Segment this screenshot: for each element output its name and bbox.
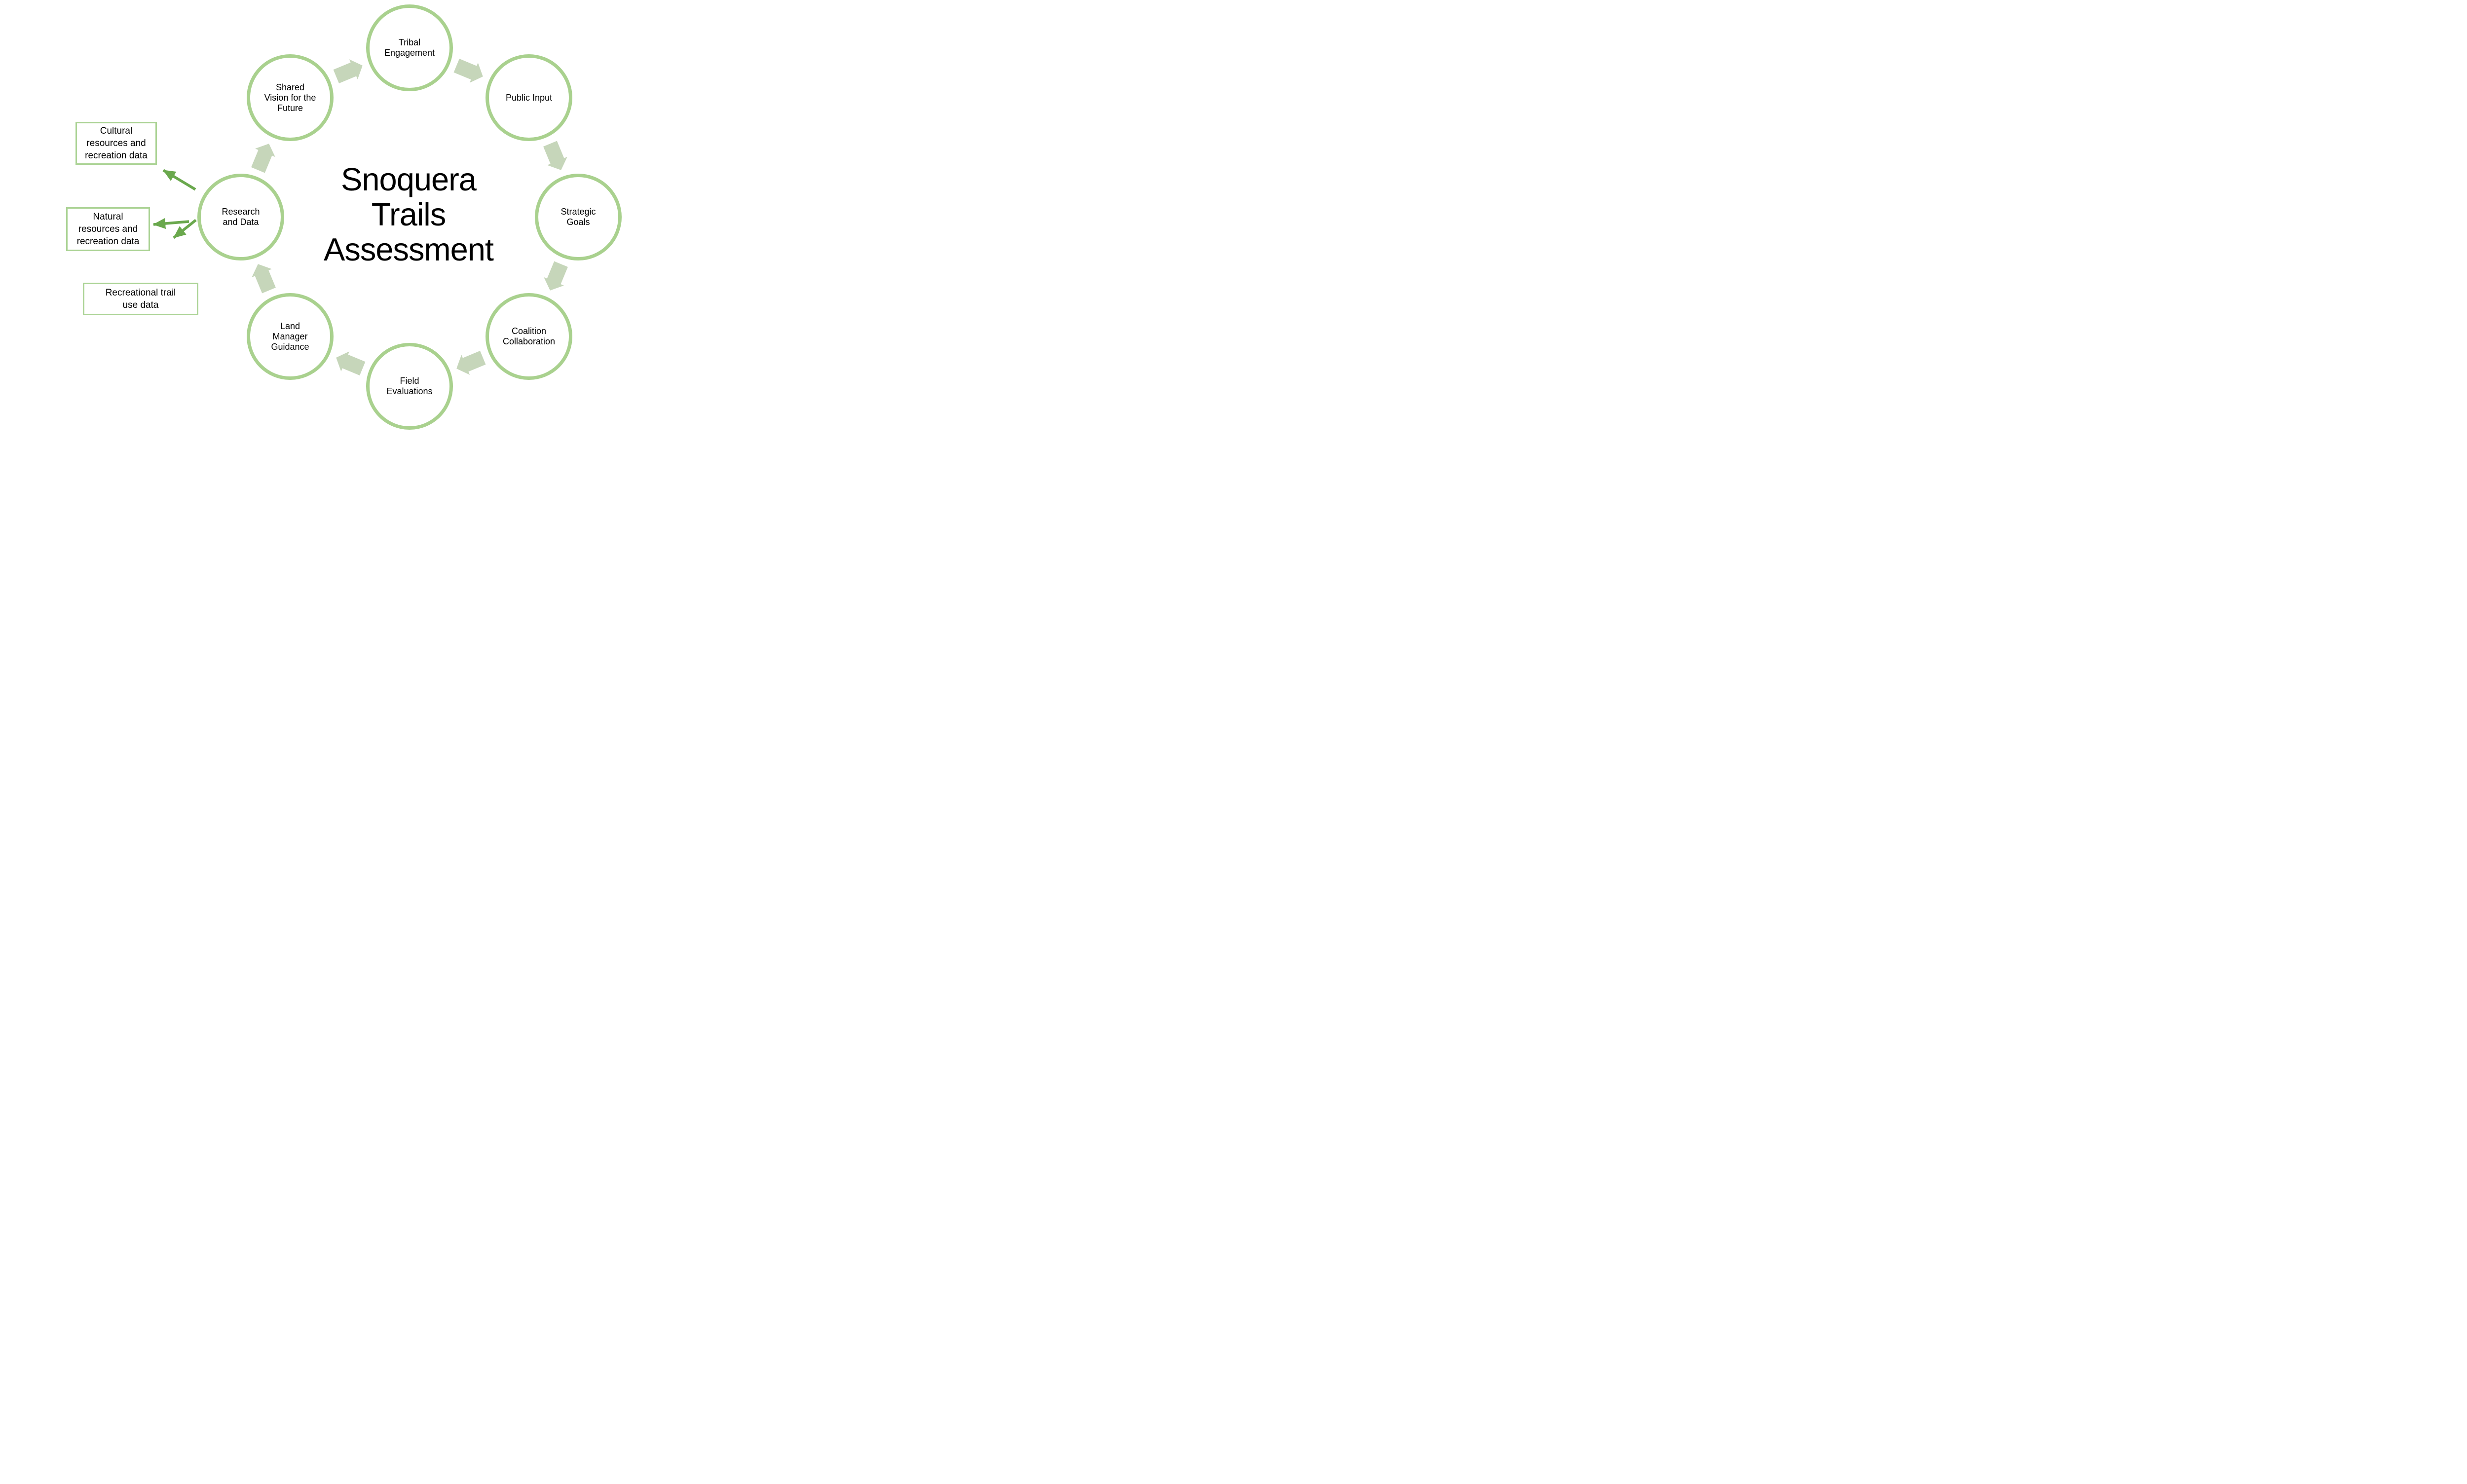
block-arrow-land-manager-guidance-to-research-and-data-icon [252,264,276,294]
arrow-research-to-cultural-data-icon [162,169,196,191]
stage-circle-coalition-collaboration: Coalition Collaboration [486,293,572,380]
diagram-title: Snoquera Trails Assessment [323,161,494,267]
stage-circle-public-input: Public Input [486,54,572,141]
stage-label: Land Manager Guidance [271,321,309,352]
data-box-label: Cultural resources and recreation data [85,126,148,161]
data-box-cultural-resources: Cultural resources and recreation data [75,122,157,165]
block-arrow-public-input-to-strategic-goals-icon [543,141,567,170]
block-arrow-field-evaluations-to-land-manager-guidance-icon [336,351,366,375]
stage-circle-strategic-goals: Strategic Goals [535,174,622,260]
stage-label: Strategic Goals [561,207,596,227]
stage-label: Field Evaluations [386,376,433,396]
arrow-research-to-trail-use-data-icon [173,219,197,239]
stage-label: Coalition Collaboration [502,326,556,346]
stage-circle-tribal-engagement: Tribal Engagement [366,4,453,91]
data-box-label: Recreational trail use data [105,288,176,310]
arrow-research-to-natural-data-icon [152,218,189,229]
data-box-recreational-trail-use: Recreational trail use data [83,283,198,315]
block-arrow-research-and-data-to-shared-vision-icon [251,143,276,173]
stage-circle-research-and-data: Research and Data [197,174,284,260]
stage-label: Tribal Engagement [384,37,435,58]
block-arrow-strategic-goals-to-coalition-collaboration-icon [543,261,568,291]
stage-label: Public Input [505,92,553,103]
stage-label: Research and Data [222,207,260,227]
data-box-natural-resources: Natural resources and recreation data [66,207,150,251]
diagram-canvas: Snoquera Trails Assessment Tribal Engage… [0,0,762,430]
stage-label: Shared Vision for the Future [264,82,316,113]
data-box-label: Natural resources and recreation data [76,212,140,247]
stage-circle-shared-vision: Shared Vision for the Future [247,54,334,141]
stage-circle-field-evaluations: Field Evaluations [366,343,453,430]
stage-circle-land-manager-guidance: Land Manager Guidance [247,293,334,380]
block-arrow-tribal-engagement-to-public-input-icon [453,59,484,83]
block-arrow-coalition-collaboration-to-field-evaluations-icon [456,350,486,375]
block-arrow-shared-vision-to-tribal-engagement-icon [333,59,363,84]
